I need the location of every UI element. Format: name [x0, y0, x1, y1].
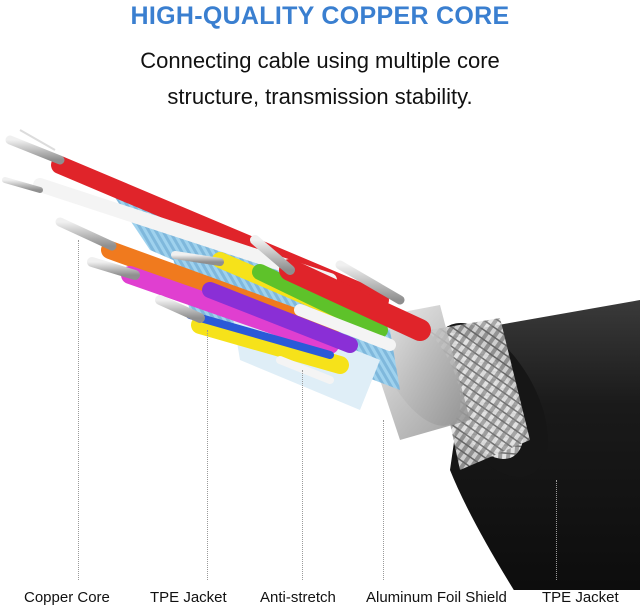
leader-line-tpe-jacket-outer [556, 480, 557, 580]
subtitle-line-2: structure, transmission stability. [167, 84, 473, 109]
label-tpe-jacket-outer: TPE Jacket [542, 589, 619, 606]
label-aluminum-foil-shield: Aluminum Foil Shield [366, 589, 507, 606]
headline: HIGH-QUALITY COPPER CORE [130, 2, 510, 30]
leader-line-copper-core [78, 240, 79, 580]
leader-line-anti-stretch [302, 370, 303, 580]
leader-line-tpe-jacket-inner [207, 330, 208, 580]
cable-cross-section-illustration [2, 129, 640, 590]
label-copper-core: Copper Core [24, 589, 110, 606]
label-tpe-jacket-inner: TPE Jacket [150, 589, 227, 606]
label-anti-stretch: Anti-stretch [260, 589, 336, 606]
copper-strands [2, 129, 405, 384]
leader-line-aluminum-foil-shield [383, 420, 384, 580]
subtitle-line-1: Connecting cable using multiple core [140, 48, 500, 73]
